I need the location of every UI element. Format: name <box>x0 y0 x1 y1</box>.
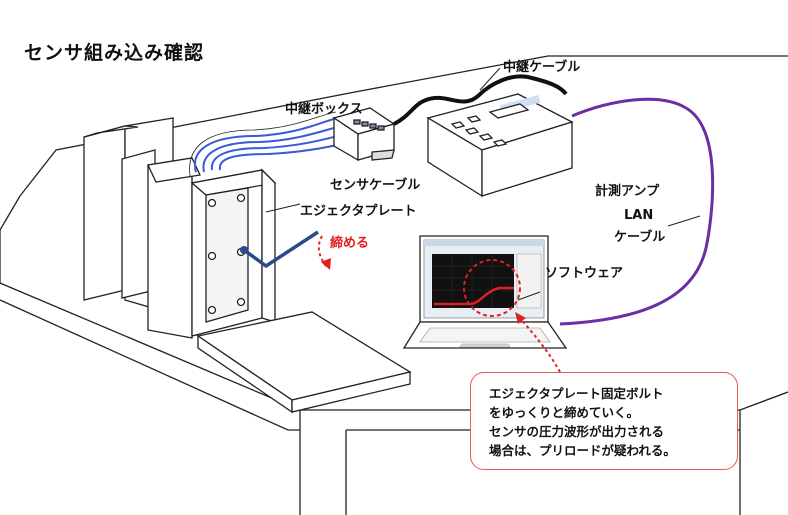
software-leader <box>517 291 541 301</box>
note-line-2: をゆっくりと締めていく。 <box>489 405 640 420</box>
relay-box-label: 中継ボックス <box>285 102 363 117</box>
note-callout: エジェクタプレート固定ボルト をゆっくりと締めていく。 センサの圧力波形が出力さ… <box>470 372 738 470</box>
mold-assembly <box>83 117 277 339</box>
page-title: センサ組み込み確認 <box>24 42 205 64</box>
amplifier-unit <box>426 93 574 198</box>
lan-label-line1: LAN <box>624 208 654 223</box>
ejector-plate-leader <box>265 203 301 213</box>
note-line-1: エジェクタプレート固定ボルト <box>489 386 664 401</box>
waveform-highlight <box>463 259 521 317</box>
software-label: ソフトウェア <box>545 266 624 281</box>
wrench-icon <box>240 230 319 268</box>
lan-cable <box>559 97 715 326</box>
laptop <box>402 235 568 349</box>
relay-cable <box>393 74 568 126</box>
sensor-cable-outline <box>189 111 337 177</box>
amplifier-label: 計測アンプ <box>595 184 660 199</box>
tighten-label: 締める <box>330 236 370 251</box>
callout-arrow-icon <box>515 312 561 373</box>
ejector-plate-label: エジェクタプレート <box>300 204 417 219</box>
tighten-arrow-icon <box>317 235 331 270</box>
base-plate <box>196 311 412 414</box>
lan-label-line2: ケーブル <box>614 230 666 245</box>
sensor-cable-label: センサケーブル <box>330 178 421 193</box>
lan-cable-leader <box>667 215 701 227</box>
note-line-3: センサの圧力波形が出力される <box>489 424 665 439</box>
relay-box <box>332 107 396 162</box>
sensor-cable-bundle <box>193 117 351 173</box>
relay-cable-leader <box>479 67 501 91</box>
relay-cable-label: 中継ケーブル <box>503 60 581 75</box>
note-line-4: 場合は、プリロードが疑われる。 <box>489 443 676 458</box>
